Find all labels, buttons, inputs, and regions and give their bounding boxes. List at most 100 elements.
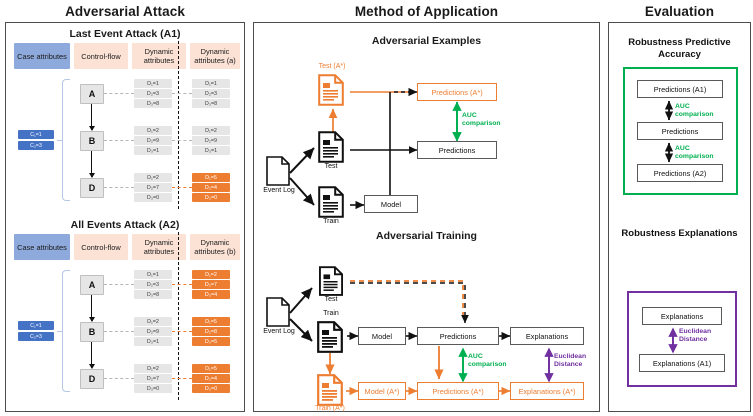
a1-activity-B: B xyxy=(80,131,104,151)
a2-attr-orig-r1-c2: D₃=1 xyxy=(134,337,172,346)
a1-attr-orig-r2-c1: D₂=7 xyxy=(134,183,172,192)
a1-activity-A: A xyxy=(80,84,104,104)
model-box-examples[interactable]: Model xyxy=(364,195,418,213)
a1-column-header-case-attributes: Case attributes xyxy=(14,43,70,69)
adversarial-examples-subtitle: Adversarial Examples xyxy=(371,35,482,47)
a1-connector-r1-left xyxy=(104,140,134,141)
test-adversarial-label: Test (A*) xyxy=(318,63,346,70)
a2-attr-adv-r2-c2: D₃=0 xyxy=(192,384,230,393)
a1-connector-r0-left xyxy=(104,93,134,94)
predictions-a1-box[interactable]: Predictions (A1) xyxy=(637,80,723,98)
predictions-adversarial-box-examples[interactable]: Predictions (A*) xyxy=(417,83,497,101)
explanations-box-training[interactable]: Explanations xyxy=(510,327,584,345)
euclidean-eval-line2: Distance xyxy=(679,336,708,343)
auc-comparison-label-a1: AUC comparison xyxy=(675,103,731,119)
a2-connector-r0-left xyxy=(104,284,134,285)
robustness-explanations-heading: Robustness Explanations xyxy=(621,228,738,239)
test-document-icon-examples xyxy=(318,131,344,168)
a2-activity-B: B xyxy=(80,322,104,342)
a2-attr-orig-r2-c1: D₂=7 xyxy=(134,374,172,383)
a2-column-header-dynamic-attributes: Dynamic attributes xyxy=(132,234,186,260)
a1-case-attribute-0: C₁=1 xyxy=(18,130,54,139)
panel-title-adversarial-attack: Adversarial Attack xyxy=(65,4,185,19)
train-label-examples: Train xyxy=(323,218,339,225)
train-document-icon-examples xyxy=(318,186,344,223)
a1-attr-adv-r0-c1: D₂=3 xyxy=(192,89,230,98)
test-document-icon-training xyxy=(318,266,344,301)
a1-subtitle: Last Event Attack (A1) xyxy=(69,28,181,40)
a2-activity-D: D xyxy=(80,369,104,389)
train-label-training: Train xyxy=(323,310,339,317)
a1-attr-orig-r0-c1: D₂=3 xyxy=(134,89,172,98)
auc-training-line2: comparison xyxy=(468,361,507,368)
a2-connector-r2-right-attacked xyxy=(172,378,192,379)
test-adversarial-document-icon xyxy=(318,74,344,111)
adversarial-examples-connectors xyxy=(289,87,462,210)
a1-case-attribute-1: C₂=3 xyxy=(18,141,54,150)
a1-flow-arrow-B-D xyxy=(91,151,93,177)
adversarial-training-connectors xyxy=(289,280,554,396)
a1-attr-adv-r1-c1: D₂=9 xyxy=(192,136,230,145)
event-log-document-icon-examples xyxy=(266,156,290,191)
a2-attr-adv-r1-c2: D₃=5 xyxy=(192,337,230,346)
model-box-training[interactable]: Model xyxy=(358,327,406,345)
a1-attr-adv-r1-c0: D₁=2 xyxy=(192,126,230,135)
a1-attr-orig-r1-c1: D₂=9 xyxy=(134,136,172,145)
a1-attr-orig-r1-c2: D₃=1 xyxy=(134,146,172,155)
predictions-box-examples[interactable]: Predictions xyxy=(417,141,497,159)
auc-comparison-label-a2: AUC comparison xyxy=(675,145,731,161)
a1-attr-adv-r0-c2: D₃=8 xyxy=(192,99,230,108)
test-label-examples: Test xyxy=(324,163,338,170)
a1-attr-orig-r1-c0: D₁=2 xyxy=(134,126,172,135)
a2-attr-orig-r1-c1: D₂=9 xyxy=(134,327,172,336)
euclidean-training-line1: Euclidean xyxy=(554,353,587,360)
train-adversarial-document-icon xyxy=(316,374,344,411)
a2-column-header-control-flow: Control-flow xyxy=(74,234,128,260)
predictions-box-training[interactable]: Predictions xyxy=(417,327,499,345)
euclidean-distance-label-evaluation: Euclidean Distance xyxy=(679,328,731,344)
a1-column-header-control-flow: Control-flow xyxy=(74,43,128,69)
a1-attr-orig-r0-c0: D₁=1 xyxy=(134,79,172,88)
a2-connector-r0-right-attacked xyxy=(172,284,192,285)
a2-activity-A: A xyxy=(80,275,104,295)
a1-attr-orig-r2-c0: D₁=2 xyxy=(134,173,172,182)
predictions-a2-box[interactable]: Predictions (A2) xyxy=(637,164,723,182)
panel-title-evaluation: Evaluation xyxy=(644,4,715,19)
euclidean-distance-label-training: Euclidean Distance xyxy=(554,353,602,369)
a2-flow-arrow-B-D xyxy=(91,342,93,368)
panel-method-of-application: Adversarial Examples xyxy=(253,22,600,412)
a1-attack-separator xyxy=(178,41,179,209)
robustness-predictive-accuracy-heading: Robustness Predictive Accuracy xyxy=(609,37,750,61)
euclidean-training-line2: Distance xyxy=(554,361,583,368)
a2-flow-arrow-A-B xyxy=(91,295,93,321)
a1-attr-adv-r2-c0: D₁=5 xyxy=(192,173,230,182)
a1-attr-adv-r2-c1: D₂=4 xyxy=(192,183,230,192)
predictions-baseline-box[interactable]: Predictions xyxy=(637,122,723,140)
a1-trace-bracket xyxy=(62,79,70,201)
a1-activity-D: D xyxy=(80,178,104,198)
rpa-heading-line2: Accuracy xyxy=(658,49,701,60)
predictions-adversarial-box-training[interactable]: Predictions (A*) xyxy=(417,382,499,400)
robustness-explanations-group xyxy=(627,291,737,387)
explanations-adversarial-box[interactable]: Explanations (A*) xyxy=(510,382,584,400)
auc-comparison-line1: AUC xyxy=(462,112,477,119)
a2-trace-bracket-stub xyxy=(57,331,62,333)
a1-connector-r2-left xyxy=(104,187,134,188)
explanations-baseline-box[interactable]: Explanations xyxy=(642,307,722,325)
panel-adversarial-attack: Last Event Attack (A1) Case attributes C… xyxy=(5,22,245,412)
event-log-label-training: Event Log xyxy=(263,328,295,335)
a2-subtitle: All Events Attack (A2) xyxy=(70,219,180,231)
a1-column-header-dynamic-attributes-a: Dynamic attributes (a) xyxy=(190,43,240,69)
event-log-label-examples: Event Log xyxy=(263,187,295,194)
auc-a2-line2: comparison xyxy=(675,153,714,160)
model-adversarial-box[interactable]: Model (A*) xyxy=(358,382,406,400)
a2-attr-adv-r0-c0: D₁=2 xyxy=(192,270,230,279)
a2-attr-orig-r1-c0: D₁=2 xyxy=(134,317,172,326)
a1-attr-adv-r2-c2: D₃=0 xyxy=(192,193,230,202)
a1-connector-r2-right-attacked xyxy=(172,187,192,188)
train-adversarial-label: Train (A*) xyxy=(315,405,345,412)
explanations-a1-box[interactable]: Explanations (A1) xyxy=(639,354,725,372)
a2-connector-r2-left xyxy=(104,378,134,379)
a2-attr-adv-r1-c1: D₂=8 xyxy=(192,327,230,336)
a1-attr-orig-r2-c2: D₃=0 xyxy=(134,193,172,202)
